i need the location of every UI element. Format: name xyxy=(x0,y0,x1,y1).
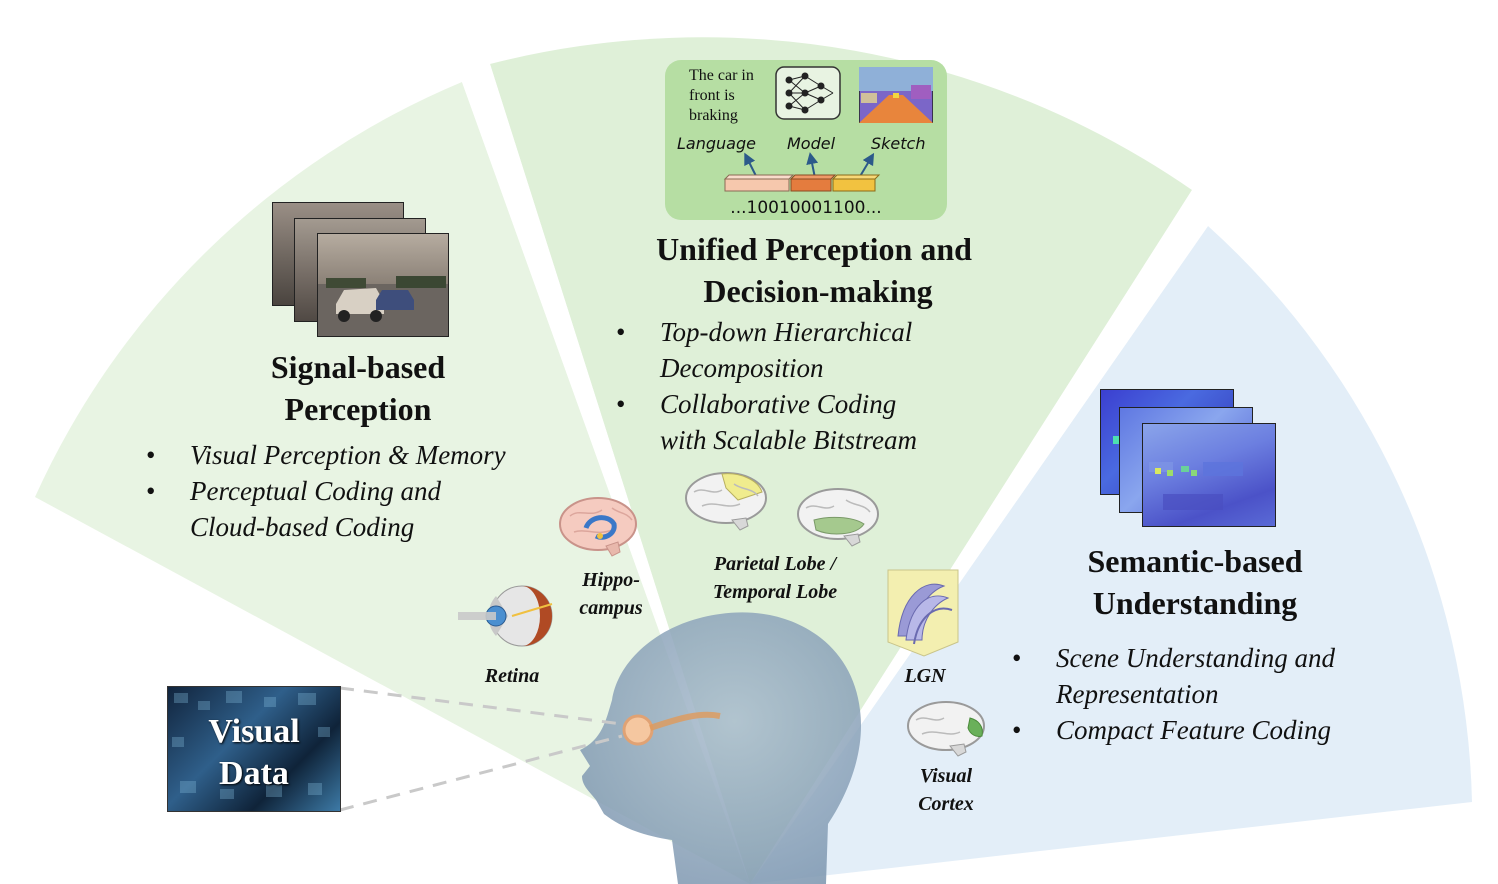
middle-bullet-1-line2: Decomposition xyxy=(660,353,824,383)
bitstream-panel: The car in front is braking xyxy=(665,60,947,220)
middle-bullet-2: • Collaborative Coding with Scalable Bit… xyxy=(616,386,917,458)
bullet-dot: • xyxy=(146,476,156,506)
sector-signal-perception xyxy=(35,82,750,884)
parietal-temporal-label: Parietal Lobe / Temporal Lobe xyxy=(690,550,860,606)
label-language: Language xyxy=(677,134,756,153)
bullet-dot: • xyxy=(616,317,626,347)
middle-title: Unified Perception and Decision-making xyxy=(624,228,1004,312)
middle-title-line2: Decision-making xyxy=(703,273,933,309)
retina-label: Retina xyxy=(484,665,540,687)
bullet-dot: • xyxy=(146,440,156,470)
sentence-text: The car in front is braking xyxy=(689,66,754,126)
video-frame-stack xyxy=(272,202,449,337)
left-bullet-1-text: Visual Perception & Memory xyxy=(190,440,506,470)
token-bar xyxy=(723,152,881,192)
left-title: Signal-based Perception xyxy=(190,346,526,430)
left-bullet-2-line2: Cloud-based Coding xyxy=(190,512,415,542)
visual-data-image: Visual Data xyxy=(167,686,341,812)
right-bullet-2: • Compact Feature Coding xyxy=(1012,712,1335,748)
right-bullet-1-line2: Representation xyxy=(1056,679,1219,709)
lgn-label: LGN xyxy=(904,665,946,687)
hippocampus-label-line1: Hippo- xyxy=(582,569,640,591)
hippocampus-label: Hippo- campus xyxy=(562,566,660,622)
sentence-line2: front is xyxy=(689,87,735,104)
sentence-line3: braking xyxy=(689,107,738,124)
bullet-dot: • xyxy=(1012,643,1022,673)
car-scene xyxy=(318,276,448,336)
label-sketch: Sketch xyxy=(871,134,926,153)
eye-retina-icon xyxy=(458,585,553,647)
bullet-dot: • xyxy=(1012,715,1022,745)
left-title-line1: Signal-based xyxy=(270,349,446,385)
right-title: Semantic-based Understanding xyxy=(1040,540,1350,624)
bitstream-text: ...10010001100... xyxy=(730,198,882,218)
visual-cortex-label-line2: Cortex xyxy=(918,793,974,815)
sentence-line1: The car in xyxy=(689,67,754,84)
sketch-image xyxy=(859,67,933,123)
visual-cortex-brain-icon xyxy=(907,701,985,757)
middle-bullet-1-line1: Top-down Hierarchical xyxy=(660,317,913,347)
feature-map-stack xyxy=(1100,389,1278,527)
temporal-lobe-brain-icon xyxy=(797,488,879,547)
token-model xyxy=(789,174,837,192)
middle-bullet-2-line1: Collaborative Coding xyxy=(660,389,897,419)
hippocampus-brain-icon xyxy=(559,497,637,557)
mosaic-pattern xyxy=(172,691,330,799)
token-sketch xyxy=(831,174,881,192)
feature-heatmap xyxy=(1149,462,1243,510)
projection-lines xyxy=(339,686,623,812)
left-bullets: • Visual Perception & Memory • Perceptua… xyxy=(146,437,506,545)
parietal-label-line1: Parietal Lobe / xyxy=(713,553,837,575)
left-bullet-1: • Visual Perception & Memory xyxy=(146,437,506,473)
right-bullet-1-line1: Scene Understanding and xyxy=(1056,643,1335,673)
left-bullet-2-line1: Perceptual Coding and xyxy=(190,476,441,506)
middle-bullet-1: • Top-down Hierarchical Decomposition xyxy=(616,314,917,386)
hippocampus-label-line2: campus xyxy=(579,597,643,619)
left-bullet-2: • Perceptual Coding and Cloud-based Codi… xyxy=(146,473,506,545)
right-bullet-1: • Scene Understanding and Representation xyxy=(1012,640,1335,712)
middle-bullets: • Top-down Hierarchical Decomposition • … xyxy=(616,314,917,458)
right-title-line1: Semantic-based xyxy=(1087,543,1303,579)
sector-unified-perception xyxy=(490,37,1192,884)
middle-title-line1: Unified Perception and xyxy=(656,231,972,267)
right-title-line2: Understanding xyxy=(1092,585,1298,621)
visual-cortex-label-line1: Visual xyxy=(919,765,973,787)
right-bullet-2-text: Compact Feature Coding xyxy=(1056,715,1331,745)
human-head-silhouette xyxy=(580,612,862,884)
visual-data-line2: Data xyxy=(219,755,289,792)
left-title-line2: Perception xyxy=(284,391,432,427)
label-model: Model xyxy=(787,134,836,153)
parietal-label-line2: Temporal Lobe xyxy=(712,581,838,603)
visual-cortex-label: Visual Cortex xyxy=(900,762,992,818)
bullet-dot: • xyxy=(616,389,626,419)
neural-network-icon xyxy=(775,66,841,120)
parietal-lobe-brain-icon xyxy=(685,472,767,531)
lgn-icon xyxy=(887,569,959,657)
right-bullets: • Scene Understanding and Representation… xyxy=(1012,640,1335,748)
visual-data-line1: Visual xyxy=(208,713,300,750)
token-language xyxy=(723,174,795,192)
middle-bullet-2-line2: with Scalable Bitstream xyxy=(660,425,917,455)
